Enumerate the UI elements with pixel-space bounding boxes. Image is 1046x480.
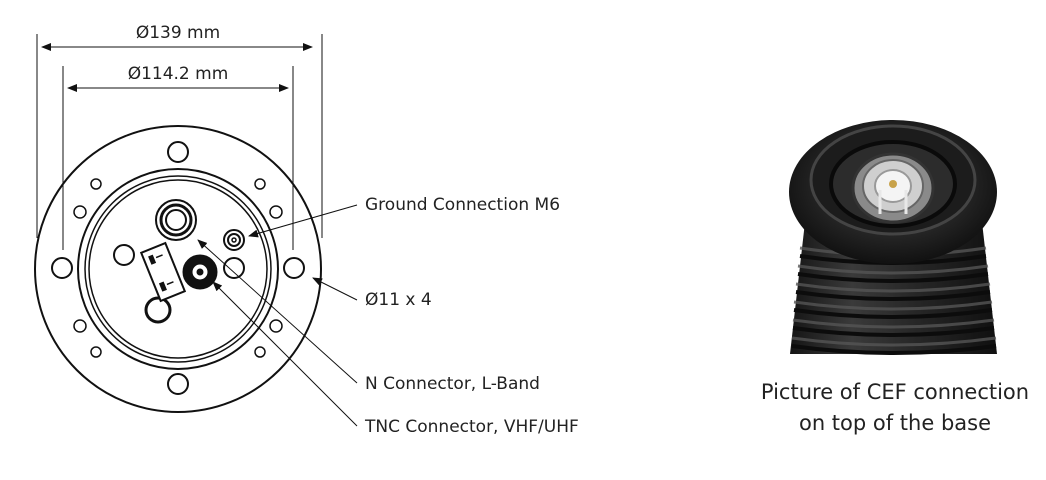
ground-connection-label: Ground Connection M6	[365, 195, 560, 215]
mounting-holes-label: Ø11 x 4	[365, 290, 432, 310]
ground-connection	[223, 229, 245, 251]
mounting-hole	[283, 257, 305, 279]
tnc-connector-label: TNC Connector, VHF/UHF	[364, 417, 579, 437]
mounting-hole	[167, 141, 189, 163]
mounting-hole	[51, 257, 73, 279]
connector-photo	[768, 118, 1013, 355]
tnc-connector	[182, 254, 218, 290]
inner-features	[113, 199, 245, 324]
dimension-bolt-circle: Ø114.2 mm	[62, 64, 294, 250]
n-connector	[155, 199, 197, 241]
photo-caption-line2: on top of the base	[798, 411, 992, 435]
flange	[34, 125, 322, 413]
bolt-circle-diameter-label: Ø114.2 mm	[128, 64, 229, 84]
dimension-outer: Ø139 mm	[36, 23, 323, 238]
n-connector-label: N Connector, L-Band	[365, 374, 540, 394]
label-plate	[139, 241, 187, 303]
photo-caption-line1: Picture of CEF connection	[760, 380, 1030, 404]
callout-leaders	[197, 204, 358, 427]
outer-diameter-label: Ø139 mm	[136, 23, 220, 43]
mounting-hole	[167, 373, 189, 395]
mounting-holes	[51, 141, 305, 395]
small-holes	[73, 178, 283, 358]
